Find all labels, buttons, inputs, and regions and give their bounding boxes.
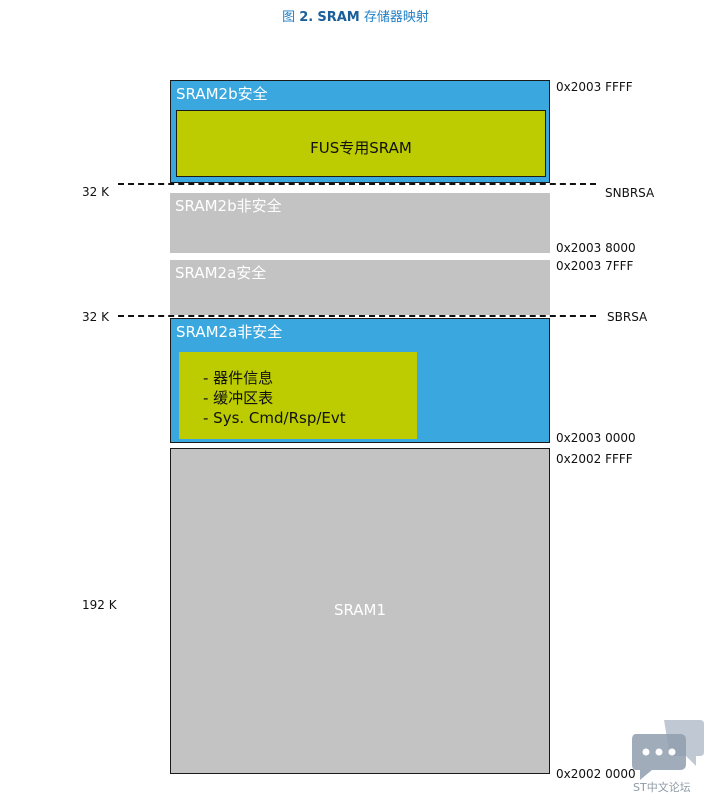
sram2a-secure-label: SRAM2a安全 <box>175 264 267 282</box>
sram2b-secure-block: SRAM2b安全 FUS专用SRAM <box>170 80 550 183</box>
fus-sram-block: FUS专用SRAM <box>176 110 546 177</box>
chat-bubble-icon <box>632 720 704 780</box>
address-2002-ffff: 0x2002 FFFF <box>556 452 633 466</box>
sram2b-nonsecure-block: SRAM2b非安全 <box>170 193 550 253</box>
sram2a-nonsecure-label: SRAM2a非安全 <box>176 323 283 341</box>
figure-title-suffix: 存储器映射 <box>363 10 429 25</box>
sram2a-secure-block: SRAM2a安全 <box>170 260 550 315</box>
size-label-upper-32k: 32 K <box>82 185 109 199</box>
sram2a-info-list: - 器件信息 - 缓冲区表 - Sys. Cmd/Rsp/Evt <box>203 368 346 428</box>
figure-title: 图 2. SRAM 存储器映射 <box>0 6 711 25</box>
sram2b-nonsecure-label: SRAM2b非安全 <box>175 197 282 215</box>
sbrsa-label: SBRSA <box>607 310 648 324</box>
figure-title-prefix: 图 <box>282 10 296 25</box>
list-item: - 缓冲区表 <box>203 389 274 407</box>
list-item: - Sys. Cmd/Rsp/Evt <box>203 409 346 427</box>
list-item: - 器件信息 <box>203 369 274 387</box>
address-2003-0000: 0x2003 0000 <box>556 431 636 445</box>
address-2002-0000: 0x2002 0000 <box>556 767 636 781</box>
sram2a-info-box: - 器件信息 - 缓冲区表 - Sys. Cmd/Rsp/Evt <box>179 352 417 439</box>
sram2a-nonsecure-block: SRAM2a非安全 - 器件信息 - 缓冲区表 - Sys. Cmd/Rsp/E… <box>170 318 550 443</box>
address-2003-ffff: 0x2003 FFFF <box>556 80 633 94</box>
address-2003-7fff: 0x2003 7FFF <box>556 259 634 273</box>
sram1-block: SRAM1 <box>170 448 550 774</box>
sram1-label: SRAM1 <box>333 601 387 619</box>
size-label-lower-32k: 32 K <box>82 310 109 324</box>
fus-sram-label: FUS专用SRAM <box>310 139 412 157</box>
figure-title-number: 2. <box>299 10 314 25</box>
size-label-192k: 192 K <box>82 598 117 612</box>
snbrsa-label: SNBRSA <box>605 186 655 200</box>
snbrsa-boundary-line <box>118 183 596 185</box>
sbrsa-boundary-line <box>118 315 596 317</box>
address-2003-8000: 0x2003 8000 <box>556 241 636 255</box>
figure-title-name: SRAM <box>317 10 360 25</box>
sram2b-secure-label: SRAM2b安全 <box>176 85 268 103</box>
watermark-text: ST中文论坛 <box>633 781 691 794</box>
